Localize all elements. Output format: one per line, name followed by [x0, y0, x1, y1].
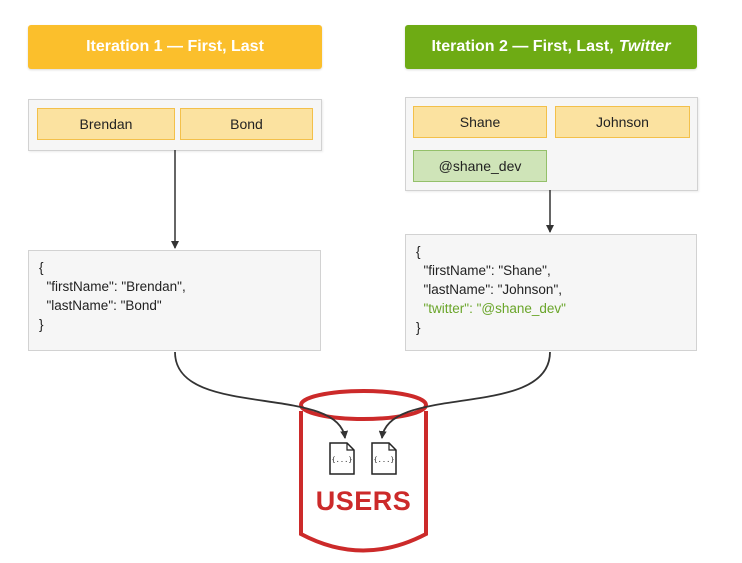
json-line: }: [39, 317, 44, 332]
iteration-1-title: Iteration 1 — First, Last: [86, 38, 264, 55]
document-icon-2: [371, 442, 397, 475]
first-name-value-2: Shane: [459, 114, 501, 130]
first-name-field-1: Brendan: [37, 108, 175, 140]
arrow-json-to-db-1: [174, 351, 349, 439]
json-line: "firstName": "Shane",: [416, 263, 551, 278]
twitter-field-2: @shane_dev: [413, 150, 547, 182]
arrow-json-to-db-2: [378, 351, 551, 439]
first-name-value-1: Brendan: [79, 116, 133, 132]
iteration-2-title: Iteration 2 — First, Last,: [431, 38, 614, 55]
json-line: {: [39, 260, 44, 275]
users-database-icon: [299, 389, 428, 553]
json-line: {: [416, 244, 421, 259]
last-name-field-2: Johnson: [555, 106, 690, 138]
json-document-2: { "firstName": "Shane", "lastName": "Joh…: [405, 234, 697, 351]
json-document-1: { "firstName": "Brendan", "lastName": "B…: [28, 250, 321, 351]
document-icon-1: [329, 442, 355, 475]
iteration-1-banner: Iteration 1 — First, Last: [28, 25, 322, 69]
json-line: "firstName": "Brendan",: [39, 279, 186, 294]
last-name-value-1: Bond: [230, 116, 263, 132]
doc-glyph-2: {...}: [373, 456, 395, 464]
last-name-field-1: Bond: [180, 108, 313, 140]
json-line: "lastName": "Johnson",: [416, 282, 562, 297]
iteration-2-banner: Iteration 2 — First, Last, Twitter: [405, 25, 697, 69]
iteration-2-title-italic: Twitter: [618, 38, 671, 55]
json-line: }: [416, 320, 421, 335]
twitter-value-2: @shane_dev: [438, 158, 522, 174]
json-line: "lastName": "Bond": [39, 298, 162, 313]
json-line-twitter: "twitter": "@shane_dev": [416, 301, 566, 316]
doc-glyph-1: {...}: [331, 456, 353, 464]
last-name-value-2: Johnson: [596, 114, 649, 130]
first-name-field-2: Shane: [413, 106, 547, 138]
database-label: USERS: [315, 486, 412, 516]
